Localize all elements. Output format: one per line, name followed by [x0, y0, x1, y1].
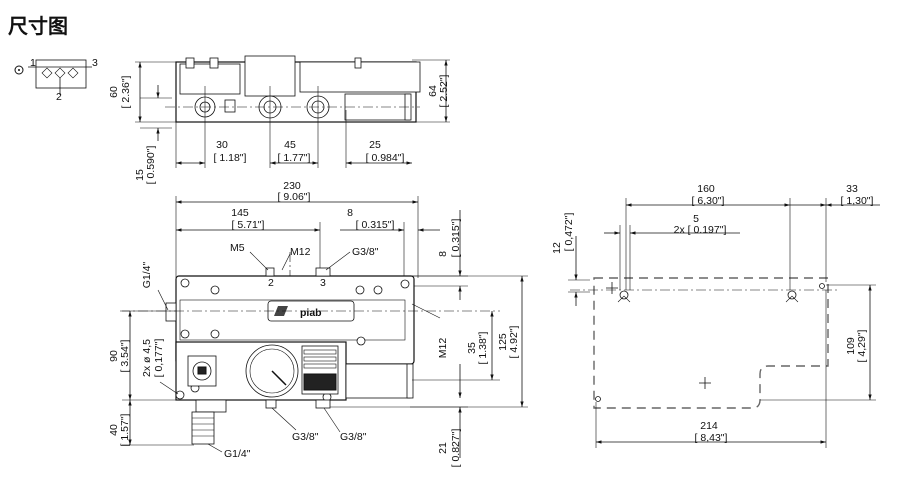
- dim-8-h: 8: [347, 207, 353, 219]
- dim-125-in: [ 4.92"]: [508, 325, 520, 358]
- dim-35-in: [ 1.38"]: [477, 331, 489, 364]
- dim-145-in: [ 5.71"]: [232, 219, 265, 231]
- label-g38-bottom-1: G3/8": [292, 431, 319, 443]
- dim-h60: 60: [108, 86, 120, 98]
- dim-230: 230: [283, 180, 301, 192]
- dim-145: 145: [231, 207, 249, 219]
- symbol-port-2: 2: [56, 91, 62, 103]
- label-g38-bottom-2: G3/8": [340, 431, 367, 443]
- dim-109-in: [ 4,29"]: [856, 329, 868, 362]
- label-hole-in: [ 0,177"]: [153, 339, 165, 378]
- label-g14-left: G1/4": [141, 261, 153, 288]
- dim-h64: 64: [427, 85, 439, 97]
- label-port-2: 2: [268, 277, 274, 289]
- dim-25-in: [ 0.984"]: [366, 152, 405, 164]
- dim-15: 15: [134, 169, 146, 181]
- dim-214: 214: [700, 420, 718, 432]
- dim-8-v-in: [ 0.315"]: [450, 219, 462, 258]
- dim-33-in: [ 1,30"]: [841, 195, 874, 207]
- dim-160-in: [ 6,30"]: [692, 195, 725, 207]
- dim-5-in: 2x [ 0.197"]: [674, 224, 727, 236]
- dim-35: 35: [466, 342, 478, 354]
- dim-40: 40: [108, 424, 120, 436]
- dim-21-in: [ 0.827"]: [450, 429, 462, 468]
- label-hole: 2x ø 4,5: [141, 339, 153, 377]
- symbol-port-3: 3: [92, 57, 98, 69]
- label-m12-top: M12: [290, 246, 311, 258]
- dim-25: 25: [369, 139, 381, 151]
- brand-logo: piab: [300, 307, 322, 319]
- dim-30-in: [ 1.18"]: [214, 152, 247, 164]
- symbol-port-1: 1: [30, 57, 36, 69]
- label-port-3: 3: [320, 277, 326, 289]
- dim-8-h-in: [ 0.315"]: [356, 219, 395, 231]
- mounting-view: 160 [ 6,30"] 33 [ 1,30"] 5 2x [ 0.197"] …: [551, 183, 880, 448]
- pneumatic-symbol-icon: 1 3 2: [14, 57, 98, 103]
- dim-21: 21: [437, 442, 449, 454]
- dim-230-in: [ 9.06"]: [278, 191, 311, 203]
- label-g38-top: G3/8": [352, 246, 379, 258]
- dim-30: 30: [216, 139, 228, 151]
- dim-90-in: [ 3.54"]: [119, 339, 131, 372]
- dim-33: 33: [846, 183, 858, 195]
- dim-45: 45: [284, 139, 296, 151]
- label-m5: M5: [230, 242, 245, 254]
- dim-45-in: [ 1.77"]: [278, 152, 311, 164]
- dim-12: 12: [551, 242, 563, 254]
- dim-h60-in: [ 2.36"]: [120, 75, 132, 108]
- dim-15-in: [ 0.590"]: [145, 146, 157, 185]
- page-title: 尺寸图: [8, 14, 68, 38]
- dim-125: 125: [497, 333, 509, 351]
- dim-12-in: [ 0,472"]: [563, 213, 575, 252]
- label-g14-bottom: G1/4": [224, 448, 251, 460]
- dim-214-in: [ 8,43"]: [695, 432, 728, 444]
- dim-40-in: [ 1.57"]: [119, 413, 131, 446]
- top-view: 60 [ 2.36"] 64 [ 2.52"] 30 [ 1.18"] 45 […: [108, 55, 450, 185]
- dim-160: 160: [697, 183, 715, 195]
- dim-109: 109: [845, 337, 857, 355]
- dim-90: 90: [108, 350, 120, 362]
- dim-8-v: 8: [437, 251, 449, 257]
- dim-5: 5: [693, 213, 699, 225]
- front-view: 230 [ 9.06"] 145 [ 5.71"] 8 [ 0.315"] 8 …: [108, 180, 528, 467]
- dim-h64-in: [ 2.52"]: [438, 74, 450, 107]
- label-m12-right: M12: [437, 338, 449, 359]
